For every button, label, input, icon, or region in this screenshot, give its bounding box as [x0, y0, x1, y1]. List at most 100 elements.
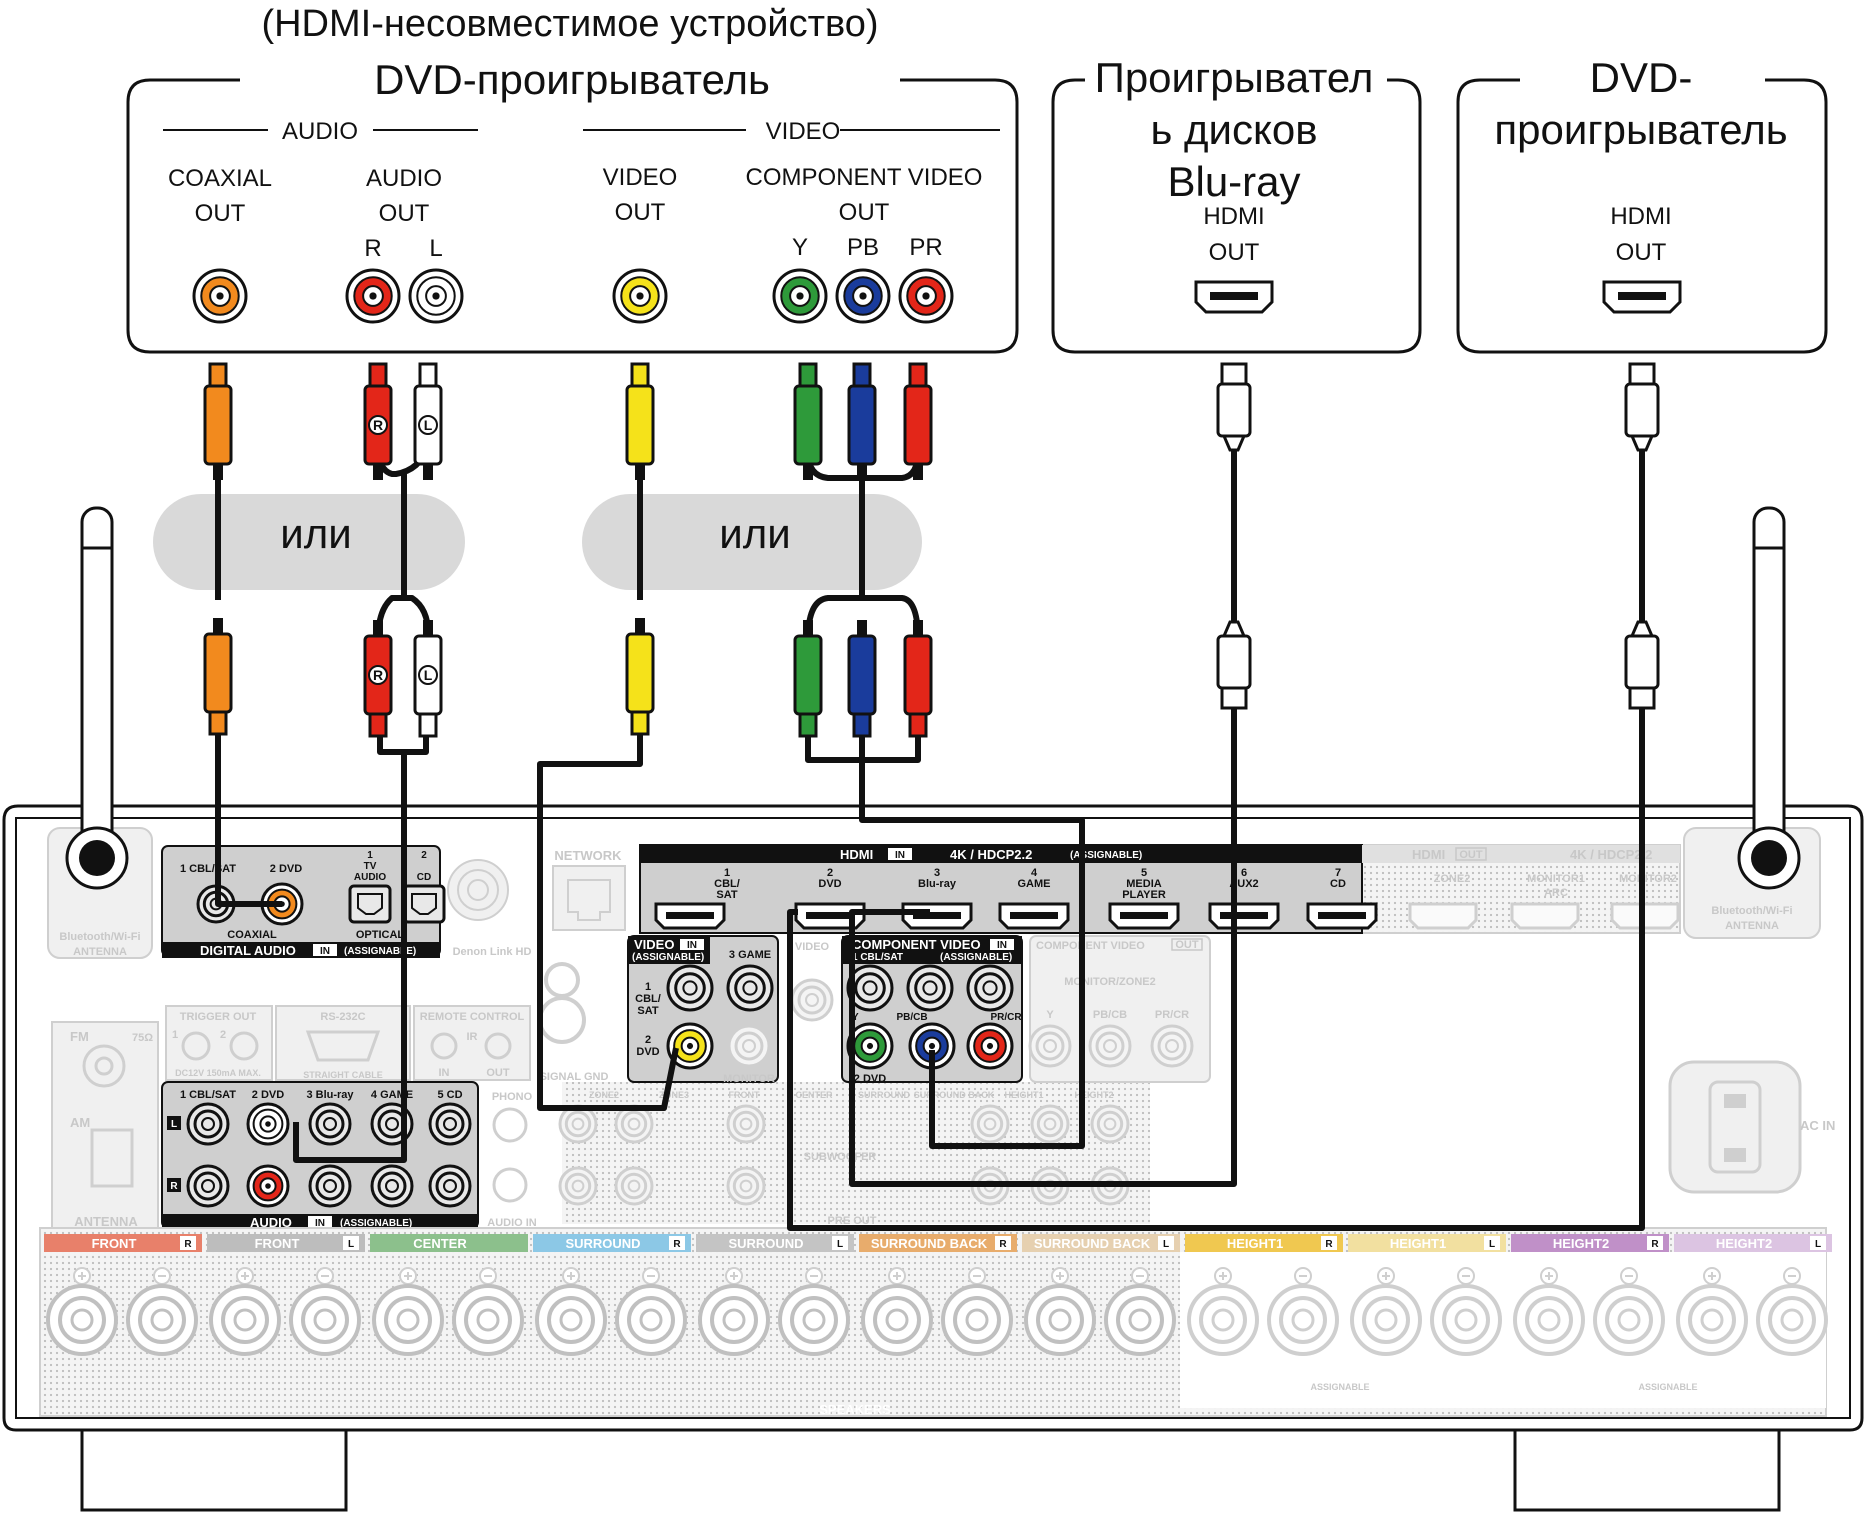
- speaker-channel-side: L: [837, 1239, 843, 1250]
- audio-cable-to-receiver: [293, 752, 407, 1163]
- speaker-channel-name: SURROUND: [565, 1236, 640, 1251]
- svg-text:HDMI: HDMI: [1412, 847, 1445, 862]
- optical-in-2-jack: [402, 884, 446, 924]
- plug-letter: R: [373, 667, 383, 683]
- component-y-plug-bottom: [793, 620, 823, 738]
- svg-text:IN: IN: [997, 940, 1007, 951]
- audio-l-label: L: [429, 235, 442, 262]
- svg-text:1: 1: [367, 850, 373, 861]
- audio-in-3-l-jack: [308, 1102, 352, 1146]
- component-pr-out-jack: [898, 268, 954, 324]
- audio-in-2-r-jack: [246, 1164, 290, 1208]
- video-out-jack: [612, 268, 668, 324]
- svg-text:ASSIGNABLE: ASSIGNABLE: [1638, 1382, 1697, 1392]
- svg-text:2: 2: [645, 1034, 651, 1046]
- svg-text:IN: IN: [439, 1067, 450, 1079]
- bluray-hdmi-plug-bottom: [1216, 620, 1252, 710]
- plug-letter: L: [424, 417, 433, 433]
- bluray-title-line-3: Blu-ray: [1167, 158, 1300, 205]
- coaxial-out-label-2: OUT: [195, 200, 246, 227]
- bluray-hdmi-cable-to-receiver: [849, 700, 1237, 1187]
- coaxial-out-label: COAXIAL: [168, 165, 272, 192]
- pre-out-jack-top: [558, 1104, 598, 1144]
- svg-text:4K / HDCP2.2: 4K / HDCP2.2: [1570, 847, 1652, 862]
- svg-text:Y: Y: [1046, 1009, 1054, 1021]
- svg-text:OUT: OUT: [1175, 939, 1199, 951]
- hdmi-in-port-label: 3: [934, 867, 940, 879]
- svg-text:PB/CB: PB/CB: [1093, 1009, 1127, 1021]
- video-out-label-2: OUT: [615, 199, 666, 226]
- hdmi-out-port-1: [1408, 902, 1478, 930]
- hdmi-in-port-label: MEDIA: [1126, 878, 1162, 890]
- antenna-right-icon: [1737, 506, 1801, 890]
- dvd-hdmi-out-label: OUT: [1616, 239, 1667, 266]
- bt-antenna-left-label: Bluetooth/Wi-Fi: [59, 931, 140, 943]
- comp-y-label: Y: [792, 234, 808, 261]
- svg-text:PR/CR: PR/CR: [1155, 1009, 1189, 1021]
- bluray-hdmi-plug-top: [1216, 362, 1252, 452]
- bt-antenna-left-label-2: ANTENNA: [73, 946, 127, 958]
- audio-in-2-l-jack: [246, 1102, 290, 1146]
- svg-text:COMPONENT VIDEO: COMPONENT VIDEO: [852, 937, 981, 952]
- receiver-foot-left: [80, 1426, 348, 1512]
- speaker-channel-name: CENTER: [413, 1236, 467, 1251]
- svg-text:IN: IN: [687, 940, 697, 951]
- speaker-channel-side: L: [1163, 1239, 1169, 1250]
- component-in-panel: COMPONENT VIDEO IN 1 CBL/SAT (ASSIGNABLE…: [841, 935, 1023, 1085]
- speaker-channel-3: CENTER: [370, 1234, 528, 1356]
- audio-group-label: AUDIO: [282, 118, 358, 145]
- speaker-channel-name: FRONT: [92, 1236, 137, 1251]
- digital-audio-panel: DIGITAL AUDIO IN (ASSIGNABLE) 1 CBL/SAT …: [161, 845, 446, 958]
- bluray-device: Проигрывател ь дисков Blu-ray HDMI OUT: [1051, 54, 1422, 354]
- bt-antenna-right-label-2: ANTENNA: [1725, 920, 1779, 932]
- pre-out-jack-bottom: [726, 1166, 766, 1206]
- pre-out-label: FRONT: [729, 1090, 760, 1100]
- hdmi-in-port-label: SAT: [716, 889, 737, 901]
- svg-text:DC12V 150mA MAX.: DC12V 150mA MAX.: [175, 1068, 261, 1078]
- dvd-legacy-title: DVD-проигрыватель: [374, 56, 770, 103]
- svg-text:SAT: SAT: [637, 1005, 658, 1017]
- svg-text:75Ω: 75Ω: [132, 1032, 153, 1044]
- component-pb-plug-bottom: [847, 620, 877, 738]
- coaxial-out-jack: [192, 268, 248, 324]
- svg-text:3 GAME: 3 GAME: [729, 949, 771, 961]
- hdmi-in-panel: HDMI IN 4K / HDCP2.2 (ASSIGNABLE) 1CBL/S…: [639, 844, 1378, 934]
- speaker-channel-name: SURROUND BACK: [871, 1236, 988, 1251]
- dvd-hdmi-plug-bottom: [1624, 620, 1660, 710]
- or-label-audio: или: [280, 510, 351, 557]
- svg-text:ARC: ARC: [1544, 887, 1568, 899]
- audio-out-r-jack: [345, 268, 401, 324]
- pre-out-jack-bottom: [558, 1166, 598, 1206]
- component-in-2-y-jack: [846, 1022, 894, 1070]
- svg-text:(ASSIGNABLE): (ASSIGNABLE): [1070, 850, 1142, 861]
- hdmi-incompatible-note: (HDMI-несовместимое устройство): [261, 3, 878, 45]
- coaxial-in-2-jack: [260, 882, 304, 926]
- svg-text:(ASSIGNABLE): (ASSIGNABLE): [344, 946, 416, 957]
- antenna-left-icon: [65, 506, 129, 890]
- digital-audio-title: DIGITAL AUDIO: [200, 943, 296, 958]
- speaker-channel-side: L: [348, 1239, 354, 1250]
- speaker-channel-name: HEIGHT1: [1227, 1236, 1283, 1251]
- audio-in-label-2: 2 DVD: [252, 1089, 284, 1101]
- video-plug-bottom: [625, 618, 655, 736]
- svg-text:PR/CR: PR/CR: [990, 1012, 1022, 1023]
- svg-text:HDMI: HDMI: [840, 847, 873, 862]
- svg-text:1: 1: [645, 981, 651, 993]
- svg-text:(ASSIGNABLE): (ASSIGNABLE): [340, 1218, 412, 1229]
- svg-text:MONITOR2: MONITOR2: [1619, 873, 1677, 885]
- pre-out-jack-top: [726, 1104, 766, 1144]
- hdmi-in-port-2: [794, 902, 866, 930]
- ac-in-socket: AC IN: [1668, 1060, 1835, 1194]
- svg-text:FM: FM: [70, 1029, 89, 1044]
- svg-text:IR: IR: [467, 1031, 478, 1043]
- svg-text:ZONE2: ZONE2: [1434, 873, 1471, 885]
- hdmi-in-port-label: DVD: [818, 878, 841, 890]
